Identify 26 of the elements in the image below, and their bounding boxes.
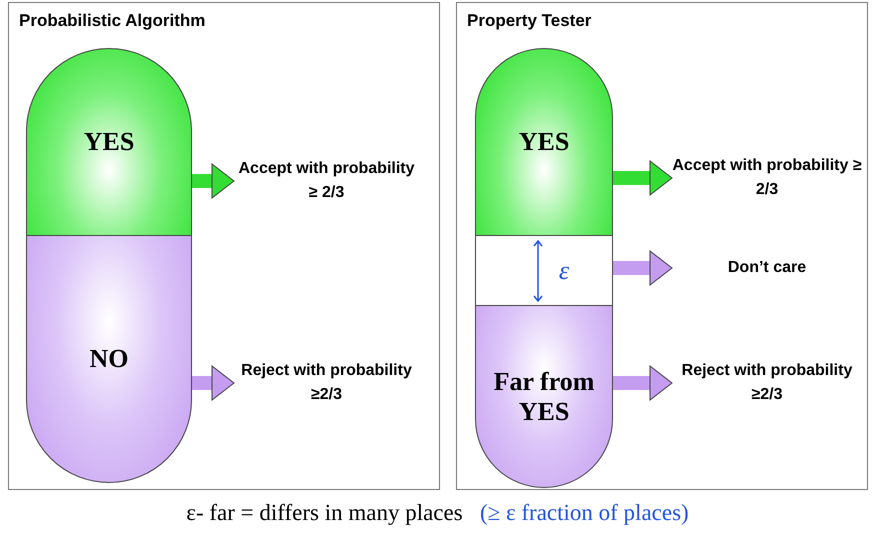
panel [8,2,440,490]
panel-title: Probabilistic Algorithm [19,11,206,31]
outcome-text: Accept with probability ≥ 2/3 [234,151,419,211]
capsule-label: YES [518,127,570,157]
capsule-top [26,48,192,235]
capsule-label: Far from YES [492,366,596,426]
outcome-text: Accept with probability ≥ 2/3 [672,148,862,208]
epsilon-label: ε [558,256,570,286]
capsule-label: NO [88,344,130,374]
capsule-top [475,48,613,235]
capsule-bottom [26,235,192,483]
note: (≥ ε fraction of places) [480,500,689,525]
panel [456,2,868,490]
block-arrow [613,250,672,286]
block-arrow [192,366,234,400]
block-arrow [192,164,234,198]
outcome-text: Reject with probability ≥2/3 [672,353,862,413]
block-arrow [613,160,672,196]
capsule-bottom [475,305,613,488]
block-arrow [613,366,672,400]
caption: ε- far = differs in many places [186,500,463,525]
outcome-text: Don’t care [672,243,862,293]
capsule-label: YES [82,127,136,157]
gap-band [475,235,613,305]
outcome-text: Reject with probability ≥2/3 [234,353,419,413]
panel-title: Property Tester [467,11,592,31]
